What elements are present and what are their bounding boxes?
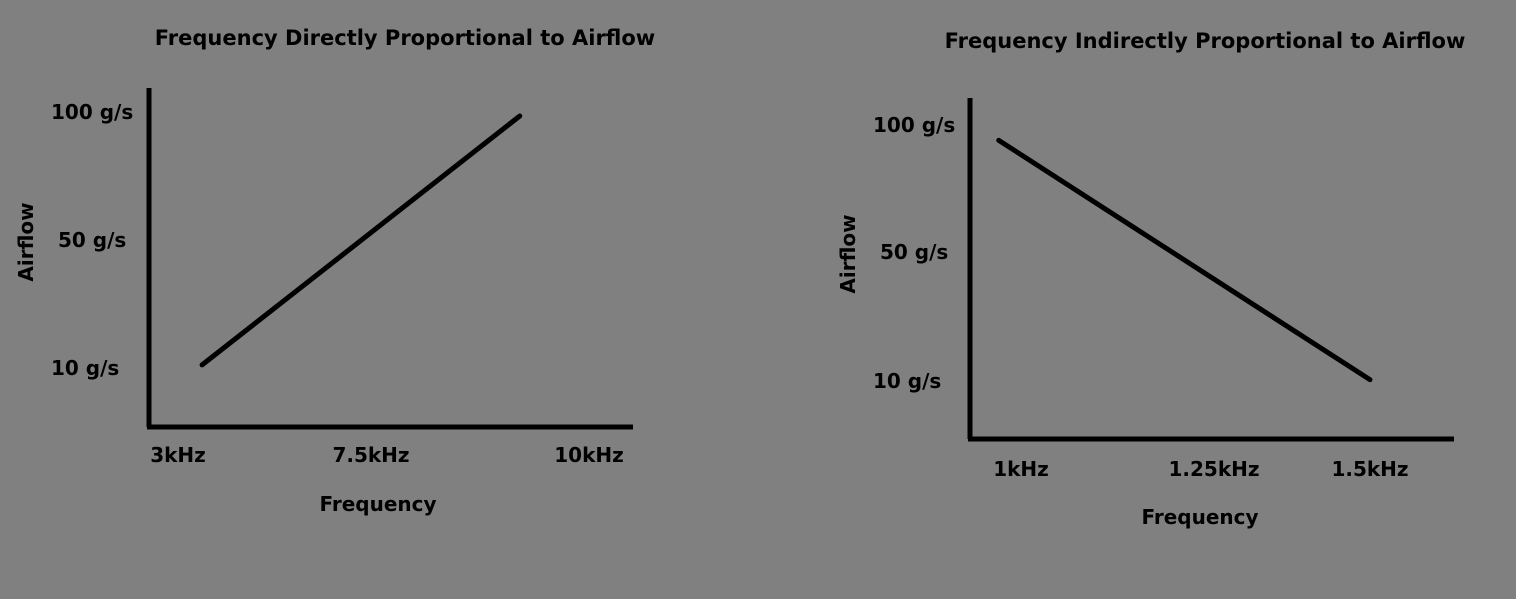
y-tick-label: 100 g/s [51,100,134,124]
chart-title: Frequency Directly Proportional to Airfl… [154,26,656,50]
chart-direct-proportional: Frequency Directly Proportional to Airfl… [14,26,656,516]
y-tick-label: 10 g/s [51,356,120,380]
plot-area [146,88,633,430]
y-tick-label: 100 g/s [873,113,956,137]
x-axis-label: Frequency [1141,505,1259,529]
x-tick-label: 10kHz [554,443,624,467]
x-tick-label: 1kHz [993,457,1049,481]
y-tick-label: 50 g/s [58,228,127,252]
x-tick-label: 1.5kHz [1331,457,1409,481]
chart-indirect-proportional: Frequency Indirectly Proportional to Air… [760,0,1516,599]
x-tick-label: 1.25kHz [1168,457,1260,481]
data-line [996,137,1373,383]
y-tick-label: 50 g/s [880,240,949,264]
x-axis-label: Frequency [319,492,437,516]
x-tick-label: 7.5kHz [332,443,410,467]
chart-title: Frequency Indirectly Proportional to Air… [944,29,1466,53]
x-tick-label: 3kHz [150,443,206,467]
plot-area [967,98,1454,442]
y-tick-label: 10 g/s [873,369,942,393]
data-line [199,113,523,368]
